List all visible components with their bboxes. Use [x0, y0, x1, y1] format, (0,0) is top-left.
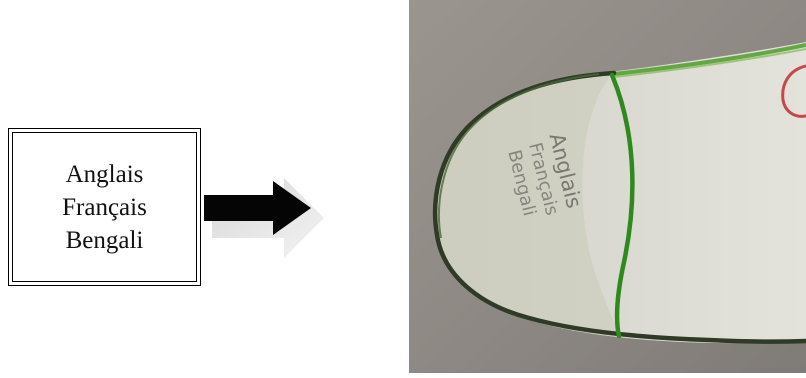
photo-of-drawing: Anglais Français Bengali — [409, 0, 806, 373]
right-arrow-graphic — [200, 178, 330, 260]
right-arrow-icon — [200, 178, 330, 260]
language-label-bengali: Bengali — [66, 224, 144, 257]
language-label-box: Anglais Français Bengali — [8, 128, 201, 286]
language-label-box-inner: Anglais Français Bengali — [12, 132, 197, 282]
language-label-french: Français — [62, 191, 147, 224]
language-label-english: Anglais — [66, 158, 144, 191]
photo-of-drawing-graphic: Anglais Français Bengali — [409, 0, 806, 373]
